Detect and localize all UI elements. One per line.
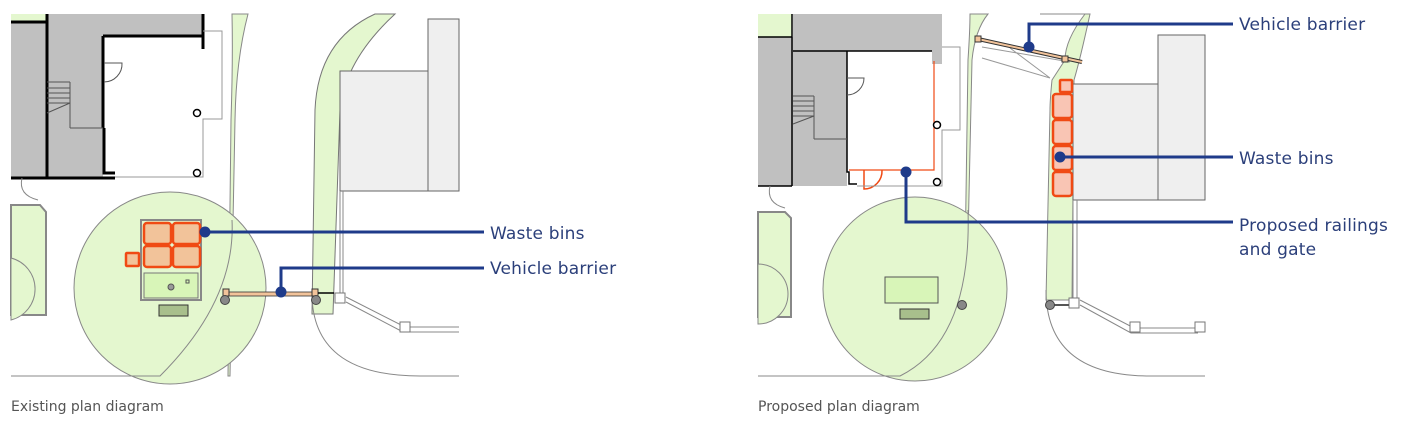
callout-lines-existing: [205, 230, 484, 292]
building-left: [11, 22, 47, 178]
vehicle-barrier-existing: [220, 288, 334, 305]
waste-bins-proposed: [1051, 78, 1074, 198]
existing-plan-panel: Waste bins Vehicle barrier Existing plan…: [0, 0, 700, 426]
label-vehicle-barrier-proposed: Vehicle barrier: [1239, 15, 1366, 35]
label-waste-bins-proposed: Waste bins: [1239, 149, 1334, 169]
proposed-railings: [849, 61, 935, 171]
callout-lines-proposed: [904, 22, 1233, 224]
proposed-plan-panel: Vehicle barrier Waste bins Proposed rail…: [750, 0, 1407, 426]
proposed-gate: [863, 169, 883, 190]
label-railings-line2: and gate: [1239, 240, 1317, 260]
proposed-plan-drawing: [757, 13, 1233, 382]
caption-proposed: Proposed plan diagram: [758, 399, 920, 415]
existing-plan-drawing: [10, 13, 484, 385]
waste-bins-existing: [124, 221, 202, 269]
label-railings-line1: Proposed railings: [1239, 216, 1389, 236]
label-vehicle-barrier-existing: Vehicle barrier: [490, 259, 617, 279]
caption-existing: Existing plan diagram: [11, 399, 164, 415]
label-waste-bins-existing: Waste bins: [490, 224, 585, 244]
